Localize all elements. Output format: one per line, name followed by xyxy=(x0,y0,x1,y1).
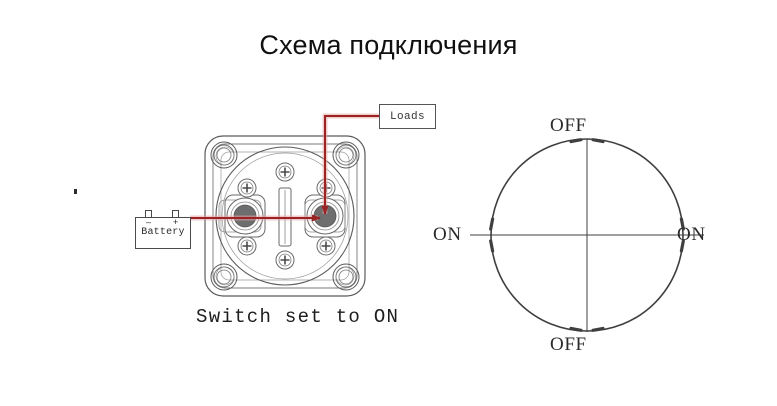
screw-lower-right xyxy=(316,236,336,256)
battery-positive-sign: + xyxy=(173,217,179,227)
battery-symbol: – + Battery xyxy=(135,209,191,249)
screw-top-center xyxy=(275,162,295,182)
page-title: Схема подключения xyxy=(259,30,518,60)
stray-mark xyxy=(74,189,77,194)
wire-loads-to-switch xyxy=(321,113,379,215)
dial-label-off-top: OFF xyxy=(550,115,587,136)
dial-label-on-left: ON xyxy=(433,224,462,245)
battery-label: Battery xyxy=(141,227,185,238)
battery-positive-terminal xyxy=(172,210,179,218)
mounting-hole-br xyxy=(332,263,360,291)
mounting-hole-tr xyxy=(332,141,360,169)
position-dial xyxy=(470,138,704,332)
battery-body xyxy=(135,217,191,249)
screw-upper-left xyxy=(237,178,257,198)
switch-state-caption: Switch set to ON xyxy=(196,306,400,328)
screw-bottom-center xyxy=(275,250,295,270)
loads-label: Loads xyxy=(379,104,436,129)
terminal-right xyxy=(304,194,346,238)
mounting-hole-bl xyxy=(210,263,238,291)
battery-negative-sign: – xyxy=(146,217,152,227)
mounting-hole-tl xyxy=(210,141,238,169)
mounting-holes xyxy=(210,141,360,291)
dial-ticks xyxy=(489,138,685,332)
battery-negative-terminal xyxy=(145,210,152,218)
dial-label-off-bottom: OFF xyxy=(550,334,587,355)
dial-label-on-right: ON xyxy=(677,224,706,245)
screw-lower-left xyxy=(237,236,257,256)
